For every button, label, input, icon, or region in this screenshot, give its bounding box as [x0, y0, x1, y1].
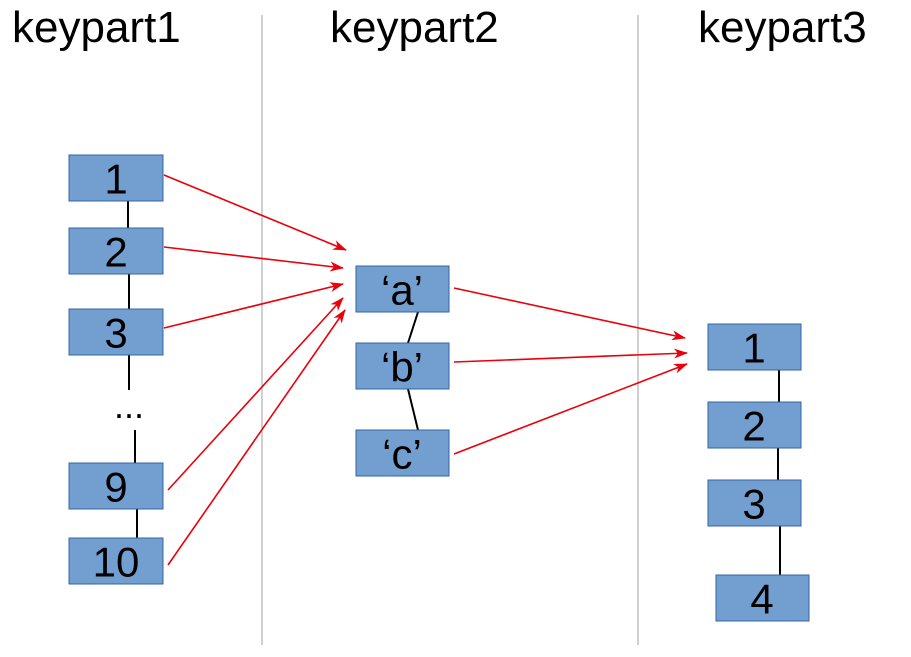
arrow-kp1-3-to-kp2 — [163, 282, 344, 329]
kp3-node-label: 2 — [742, 403, 765, 450]
kp1-node-label: 10 — [93, 539, 140, 586]
kp2-link-a-b — [407, 311, 419, 344]
kp1-node-9: 9 — [68, 462, 164, 511]
kp2-node-c: ‘c’ — [355, 429, 450, 478]
kp2-node-b: ‘b’ — [355, 342, 450, 391]
kp2-node-label: ‘c’ — [382, 431, 422, 478]
kp3-node-4: 4 — [715, 574, 810, 623]
kp3-node-2: 2 — [707, 401, 802, 450]
kp2-link-b-c — [407, 388, 419, 431]
arrow-kp2-b-to-kp3 — [453, 348, 688, 363]
kp1-ellipsis: ... — [114, 385, 144, 426]
kp1-node-label: 2 — [104, 229, 127, 276]
column-title-keypart1: keypart1 — [12, 3, 181, 52]
kp1-node-1: 1 — [68, 154, 164, 203]
column-title-keypart2: keypart2 — [330, 3, 499, 52]
arrow-kp1-10-to-kp2 — [167, 309, 346, 566]
arrow-kp1-1-to-kp2 — [163, 174, 347, 251]
kp3-node-label: 3 — [742, 481, 765, 528]
kp1-node-2: 2 — [68, 227, 164, 276]
kp1-node-label: 9 — [104, 464, 127, 511]
arrow-kp1-9-to-kp2 — [167, 297, 344, 491]
kp2-node-label: ‘a’ — [381, 267, 423, 314]
arrow-kp2-a-to-kp3 — [453, 287, 686, 341]
arrow-kp1-2-to-kp2 — [163, 246, 344, 272]
kp1-node-3: 3 — [68, 308, 164, 357]
kp3-node-label: 1 — [742, 325, 765, 372]
kp1-node-10: 10 — [68, 537, 164, 586]
kp1-node-label: 3 — [104, 310, 127, 357]
column-title-keypart3: keypart3 — [698, 3, 867, 52]
arrow-kp2-c-to-kp3 — [453, 363, 688, 455]
kp3-node-3: 3 — [707, 479, 802, 528]
kp3-node-1: 1 — [707, 323, 802, 372]
kp2-node-label: ‘b’ — [381, 344, 423, 391]
kp3-node-label: 4 — [750, 576, 773, 623]
kp2-node-a: ‘a’ — [355, 265, 450, 314]
kp1-node-label: 1 — [104, 156, 127, 203]
